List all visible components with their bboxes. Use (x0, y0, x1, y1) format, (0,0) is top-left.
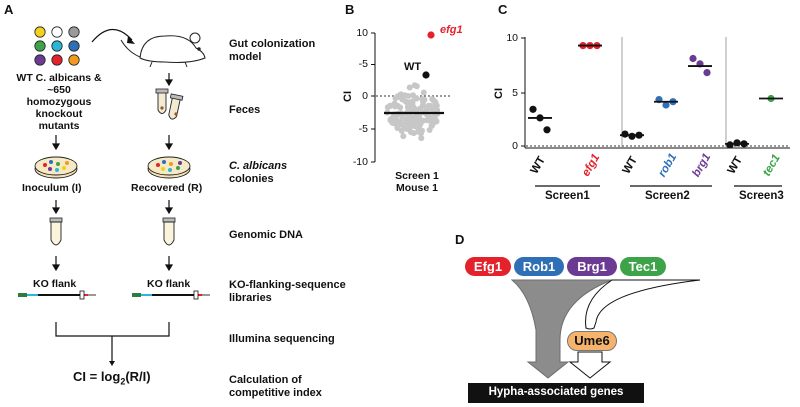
mutant-point (406, 84, 413, 91)
data-point (733, 139, 741, 147)
panel-b-chart (371, 31, 450, 163)
efg1-annotation: efg1 (440, 24, 463, 36)
mutant-pool-label: WT C. albicans & ~650 homozygous knockou… (16, 72, 102, 132)
ko-flank-right-construct (132, 290, 210, 300)
hypha-genes-label: Hypha-associated genes (488, 386, 624, 398)
inoculum-plate-icon (34, 156, 78, 179)
panel-d-diagram (468, 279, 701, 403)
mutant-point (393, 113, 400, 120)
panel-c-ytick: 5 (512, 87, 518, 99)
mutant-point (400, 121, 407, 128)
ume6-node: Ume6 (567, 331, 617, 351)
mutant-point (420, 117, 427, 124)
recovered-label: Recovered (R) (131, 182, 203, 194)
panel-c-ytick: 10 (506, 32, 518, 44)
group-label-screen2: Screen2 (645, 190, 690, 202)
group-label-screen1: Screen1 (545, 190, 590, 202)
mutant-point (394, 125, 401, 131)
mutant-point (425, 117, 432, 124)
factor-tec1: Tec1 (620, 257, 666, 276)
panel-b-ytick: -5 (358, 123, 368, 135)
mutant-point (415, 127, 422, 134)
panel-c-letter: C (498, 2, 508, 17)
mutant-point (408, 129, 414, 136)
panel-b-letter: B (345, 2, 355, 17)
mutant-point (427, 102, 434, 109)
mutant-point (432, 99, 439, 106)
mutant-point (398, 127, 405, 134)
mutant-point (434, 107, 441, 114)
data-point (628, 132, 636, 140)
wt-point (422, 71, 430, 79)
merge-bracket (55, 322, 170, 362)
output-box (468, 383, 644, 403)
mutant-pool-icon (34, 26, 80, 66)
mutant-point (386, 103, 393, 110)
mutant-point (413, 113, 420, 120)
panel-b-ytick: 10 (356, 27, 368, 39)
mutant-point (418, 135, 425, 142)
panel-a-letter: A (4, 2, 14, 17)
data-point (621, 130, 629, 138)
panel-b-ytick: -5 (358, 58, 368, 70)
mutant-point (400, 133, 407, 140)
data-point (662, 101, 670, 109)
mutant-point (428, 122, 435, 129)
mutant-point (399, 96, 406, 103)
curved-arrow-icon (91, 28, 133, 43)
feces-tubes-icon (155, 88, 184, 120)
ko-flank-left-label: KO flank (33, 278, 77, 290)
step-genomic-dna: Genomic DNA (229, 229, 303, 241)
panel-b-ytick: 0 (362, 90, 368, 102)
mutant-point (394, 103, 401, 109)
data-point (689, 54, 697, 63)
dna-tube-right-icon (162, 217, 176, 246)
mutant-point (409, 98, 416, 105)
data-point (726, 141, 734, 149)
step-feces: Feces (229, 104, 261, 116)
mutant-point (420, 99, 427, 105)
data-point (543, 126, 551, 134)
factor-rob1: Rob1 (514, 257, 564, 276)
wt-annotation: WT (404, 61, 422, 73)
factor-efg1: Efg1 (465, 257, 511, 276)
mutant-point (420, 89, 427, 96)
mutant-point (426, 127, 433, 133)
ume6-output-arrow (568, 351, 612, 379)
direct-pathway-arrow (510, 279, 613, 379)
step-illumina: Illumina sequencing (229, 333, 335, 345)
group-label-screen3: Screen3 (739, 190, 784, 202)
panel-c-chart (521, 37, 790, 187)
ko-flank-left-construct (18, 290, 96, 300)
recovered-plate-icon (147, 156, 191, 179)
left-flow-arrows (51, 135, 61, 272)
indirect-pathway-arrow (585, 279, 701, 330)
right-flow-arrows (164, 73, 174, 272)
ko-flank-right-label: KO flank (147, 278, 191, 290)
panel-c-ytick: 0 (512, 140, 518, 152)
panel-b-ytick: -10 (352, 156, 368, 168)
factor-brg1: Brg1 (567, 257, 617, 276)
mutant-point (409, 105, 416, 112)
ci-formula: CI = log2(R/I) (73, 369, 151, 387)
mutant-point (411, 82, 418, 89)
efg1-point (427, 31, 435, 39)
mutant-points (384, 82, 441, 142)
mutant-point (433, 117, 440, 124)
data-point (529, 105, 537, 113)
inoculum-label: Inoculum (I) (22, 182, 82, 194)
data-point (703, 69, 711, 77)
screen-points (528, 42, 783, 149)
panel-d-letter: D (455, 232, 465, 247)
mouse-icon (120, 32, 206, 68)
dna-tube-left-icon (49, 217, 63, 246)
